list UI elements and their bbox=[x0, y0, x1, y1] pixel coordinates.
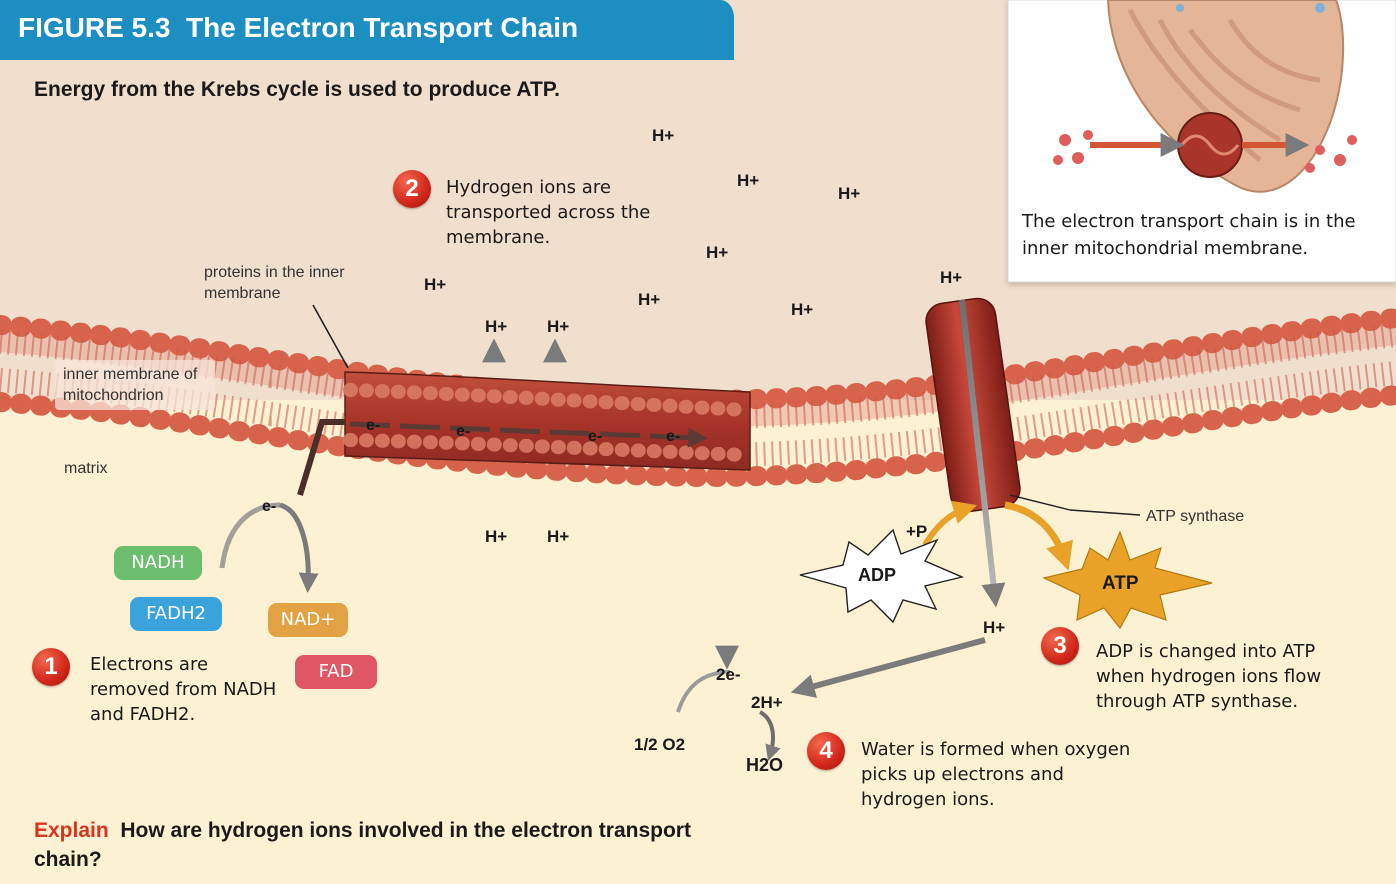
h-ion: H+ bbox=[485, 527, 507, 547]
h-ion: H+ bbox=[983, 618, 1005, 638]
nadh-pill: NADH bbox=[114, 546, 202, 580]
step-caption-2: Hydrogen ions are transported across the… bbox=[446, 175, 656, 250]
step-caption-1: Electrons are removed from NADH and FADH… bbox=[90, 652, 280, 727]
h-ion: H+ bbox=[791, 300, 813, 320]
h-ion: H+ bbox=[638, 290, 660, 310]
electron-label: e- bbox=[666, 428, 680, 446]
h-ion: H+ bbox=[940, 268, 962, 288]
atp-synthase-label: ATP synthase bbox=[1146, 506, 1244, 527]
h-ion: H+ bbox=[652, 126, 674, 146]
membrane-label: inner membrane of mitochondrion bbox=[63, 364, 223, 406]
h-ion: H+ bbox=[485, 317, 507, 337]
water-label: H2O bbox=[746, 755, 783, 776]
electron-label: e- bbox=[262, 498, 276, 516]
question-text: How are hydrogen ions involved in the el… bbox=[34, 819, 691, 871]
proteins-label: proteins in the inner membrane bbox=[204, 262, 354, 304]
adp-label: ADP bbox=[858, 565, 896, 586]
fadh2-pill: FADH2 bbox=[130, 597, 222, 631]
electron-label: e- bbox=[456, 423, 470, 441]
figure-title-text: The Electron Transport Chain bbox=[186, 12, 578, 43]
fad-pill: FAD bbox=[295, 655, 377, 689]
step-caption-4: Water is formed when oxygen picks up ele… bbox=[861, 737, 1141, 812]
h-ion: H+ bbox=[547, 317, 569, 337]
two-electrons-label: 2e- bbox=[716, 665, 741, 685]
h-ion: H+ bbox=[838, 184, 860, 204]
figure-subtitle: Energy from the Krebs cycle is used to p… bbox=[34, 78, 560, 102]
question-verb: Explain bbox=[34, 819, 109, 842]
figure-label: FIGURE 5.3 bbox=[18, 12, 170, 43]
half-oxygen-label: 1/2 O2 bbox=[634, 735, 685, 755]
h-ion: H+ bbox=[424, 275, 446, 295]
nad-plus-pill: NAD+ bbox=[268, 603, 348, 637]
step-badge-1: 1 bbox=[32, 648, 70, 686]
electron-label: e- bbox=[588, 428, 602, 446]
atp-label: ATP bbox=[1102, 573, 1139, 595]
matrix-label: matrix bbox=[64, 458, 108, 479]
question: Explain How are hydrogen ions involved i… bbox=[34, 816, 734, 874]
two-hydrogen-label: 2H+ bbox=[751, 693, 783, 713]
h-ion: H+ bbox=[547, 527, 569, 547]
h-ion: H+ bbox=[706, 243, 728, 263]
step-badge-3: 3 bbox=[1041, 627, 1079, 665]
step-caption-3: ADP is changed into ATP when hydrogen io… bbox=[1096, 639, 1366, 714]
step-badge-4: 4 bbox=[807, 732, 845, 770]
h-ion: H+ bbox=[737, 171, 759, 191]
inset-caption: The electron transport chain is in the i… bbox=[1022, 208, 1390, 262]
step-badge-2: 2 bbox=[393, 170, 431, 208]
electron-label: e- bbox=[366, 417, 380, 435]
figure-title: FIGURE 5.3 The Electron Transport Chain bbox=[18, 12, 578, 44]
phosphate-label: +P bbox=[906, 522, 927, 542]
